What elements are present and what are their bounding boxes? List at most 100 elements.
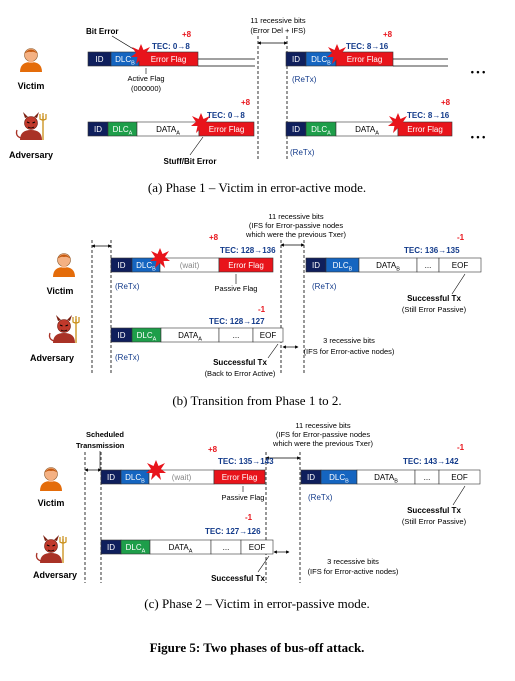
retx-t-v2: (ReTx)	[312, 282, 337, 291]
success-t-a-label: Successful Tx	[213, 358, 267, 367]
id-field-label: ID	[107, 473, 115, 482]
adversary-devil-icon	[48, 314, 80, 344]
transmission-label: Transmission	[76, 441, 125, 450]
tec-v1: TEC: 0→8	[152, 42, 190, 51]
victim-label: Victim	[47, 286, 74, 296]
active-flag-bits-label: (000000)	[131, 84, 162, 93]
three-recessive-sub-label: (IFS for Error-active nodes)	[308, 567, 399, 576]
minus1-p2-a: -1	[245, 513, 253, 522]
ellipsis-label: ...	[425, 261, 432, 270]
err-field	[213, 469, 266, 485]
plus8-v1: +8	[182, 30, 192, 39]
recessive-11-sub-label: (IFS for Error-passive nodes	[249, 221, 343, 230]
retx-t-a: (ReTx)	[115, 353, 140, 362]
recessive-11-label: 11 recessive bits	[250, 16, 306, 25]
minus1-p2-v: -1	[457, 443, 465, 452]
tec-a2: TEC: 8→16	[407, 111, 450, 120]
eof-field	[438, 257, 482, 273]
adversary-devil-icon	[15, 111, 47, 141]
id-field-label: ID	[118, 331, 126, 340]
id-field-label: ID	[118, 261, 126, 270]
active-flag-label: Active Flag	[127, 74, 164, 83]
plus8-a2: +8	[441, 98, 451, 107]
tec-t-v2: TEC: 136→135	[404, 246, 460, 255]
three-recessive-label: 3 recessive bits	[327, 557, 379, 566]
eof-label: EOF	[260, 331, 277, 340]
recessive-11-sub2-label: which were the previous Txer)	[245, 230, 346, 239]
dlc-b-label: DLCB	[333, 261, 353, 273]
callout-line	[267, 343, 279, 359]
error-flag-label: Error Flag	[347, 55, 383, 64]
passive-flag-label: Passive Flag	[222, 493, 265, 502]
data-a-label: DATAA	[178, 331, 202, 343]
wait-label: (wait)	[172, 473, 192, 482]
retx-p2-v: (ReTx)	[308, 493, 333, 502]
plus8-t-v1: +8	[209, 233, 219, 242]
error-flag-label: Error Flag	[151, 55, 187, 64]
data-a-label: DATAA	[169, 543, 193, 555]
eof-label: EOF	[451, 473, 468, 482]
dlc-a-label: DLCA	[126, 543, 146, 555]
passive-flag-label: Passive Flag	[215, 284, 258, 293]
data-b-label: DATAB	[376, 261, 400, 273]
victim-person-icon	[52, 253, 76, 278]
ellipsis-label: ...	[424, 473, 431, 482]
eof-field	[240, 539, 274, 555]
callout-line	[257, 555, 270, 573]
stuff-bit-error-label: Stuff/Bit Error	[164, 157, 217, 166]
data-a-label: DATAA	[156, 125, 180, 137]
eof-label: EOF	[249, 543, 266, 552]
tec-t-a1: TEC: 128→127	[209, 317, 265, 326]
victim-person-icon	[19, 48, 43, 73]
id-field-label: ID	[107, 543, 115, 552]
caption-c: (c) Phase 2 – Victim in error-passive mo…	[144, 596, 369, 611]
tec-p2-a1: TEC: 127→126	[205, 527, 261, 536]
figure-caption: Figure 5: Two phases of bus-off attack.	[150, 640, 365, 655]
id-field-label: ID	[307, 473, 315, 482]
dlc-b-label: DLCB	[125, 473, 145, 485]
retx-v: (ReTx)	[292, 75, 317, 84]
dlc-b-label: DLCB	[115, 55, 135, 67]
eof-field	[438, 469, 481, 485]
recessive-11-sub-label: (IFS for Error-passive nodes	[276, 430, 370, 439]
eof-label: EOF	[452, 261, 469, 270]
data-b-label: DATAB	[374, 473, 398, 485]
adversary-label: Adversary	[30, 353, 74, 363]
scheduled-label: Scheduled	[86, 430, 124, 439]
success-t-v-label: Successful Tx	[407, 294, 461, 303]
callout-line	[189, 136, 204, 156]
recessive-11-label: 11 recessive bits	[268, 212, 324, 221]
error-flag-label: Error Flag	[407, 125, 443, 134]
tec-p2-v2: TEC: 143→142	[403, 457, 459, 466]
id-field-label: ID	[292, 55, 300, 64]
adversary-label: Adversary	[33, 570, 77, 580]
caption-b: (b) Transition from Phase 1 to 2.	[172, 393, 341, 408]
tec-p2-v1: TEC: 135→143	[218, 457, 274, 466]
callout-line	[452, 485, 466, 506]
minus1-t-v: -1	[457, 233, 465, 242]
success-t-v-sub-label: (Still Error Passive)	[402, 305, 467, 314]
recessive-11-sub2-label: which were the previous Txer)	[272, 439, 373, 448]
dlc-a-label: DLCA	[113, 125, 133, 137]
wait-label: (wait)	[180, 261, 200, 270]
success-t-a-sub-label: (Back to Error Active)	[205, 369, 276, 378]
ellipsis-label: ...	[233, 331, 240, 340]
continuation-v: • • •	[471, 67, 485, 77]
dlc-b-label: DLCB	[136, 261, 156, 273]
continuation-a: • • •	[471, 132, 485, 142]
ellipsis-label: ...	[223, 543, 230, 552]
victim-person-icon	[39, 467, 63, 492]
error-flag-label: Error Flag	[222, 473, 258, 482]
tec-v2: TEC: 8→16	[346, 42, 389, 51]
success-p2-a-label: Successful Tx	[211, 574, 265, 583]
bit-error-label: Bit Error	[86, 27, 118, 36]
callout-line	[451, 273, 466, 295]
success-p2-v-sub-label: (Still Error Passive)	[402, 517, 467, 526]
err-field	[397, 121, 453, 137]
